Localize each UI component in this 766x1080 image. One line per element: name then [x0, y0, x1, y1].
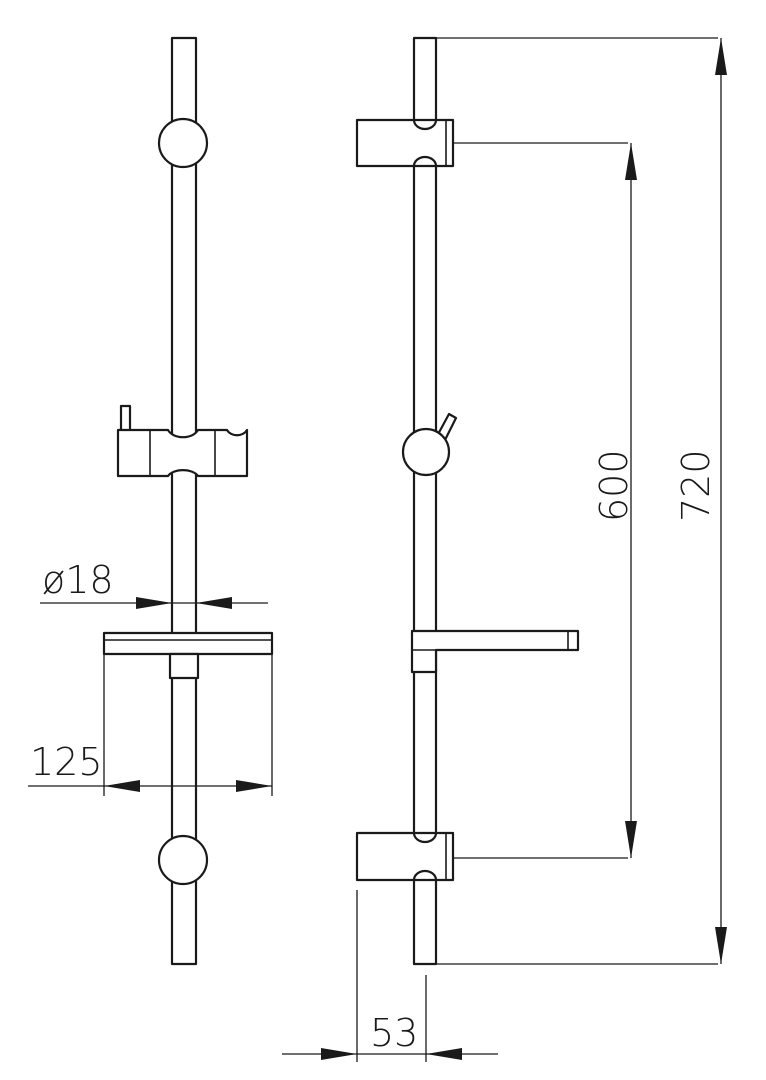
- diameter-dimension: ø18: [40, 558, 268, 616]
- side-soap-dish: [410, 629, 580, 674]
- side-rail-top-stub: [412, 36, 438, 122]
- front-handset-holder: [116, 404, 249, 478]
- side-bottom-bracket: [355, 831, 455, 882]
- side-holder-body: [401, 427, 451, 477]
- front-soap-dish: [102, 631, 274, 680]
- front-rail-upper: [170, 36, 198, 440]
- dish-width-dimension: 125: [28, 654, 273, 796]
- diameter-label: ø18: [42, 558, 114, 602]
- total-height-dimension: 720: [436, 37, 727, 965]
- front-rail-lower: [170, 466, 198, 966]
- side-handset-holder: [401, 412, 458, 477]
- soap-dish-clamp: [168, 652, 200, 680]
- front-top-bracket: [157, 117, 209, 169]
- offset-label: 53: [370, 1011, 418, 1055]
- front-bottom-bracket: [157, 834, 209, 886]
- holder-body: [116, 428, 249, 478]
- side-soap-dish-shelf: [410, 629, 580, 674]
- side-top-bracket: [355, 118, 455, 168]
- dish-width-label: 125: [30, 740, 103, 784]
- offset-dimension: 53: [282, 890, 498, 1062]
- bracket-spacing-dimension: 600: [453, 142, 637, 859]
- total-height-label: 720: [674, 449, 718, 522]
- bracket-spacing-label: 600: [592, 449, 636, 522]
- soap-dish-plate: [102, 631, 274, 656]
- side-view: 53 600 720: [282, 36, 727, 1062]
- side-rail-main: [412, 164, 438, 835]
- front-view: ø18 125: [28, 36, 274, 966]
- side-rail-bottom-stub: [412, 878, 438, 966]
